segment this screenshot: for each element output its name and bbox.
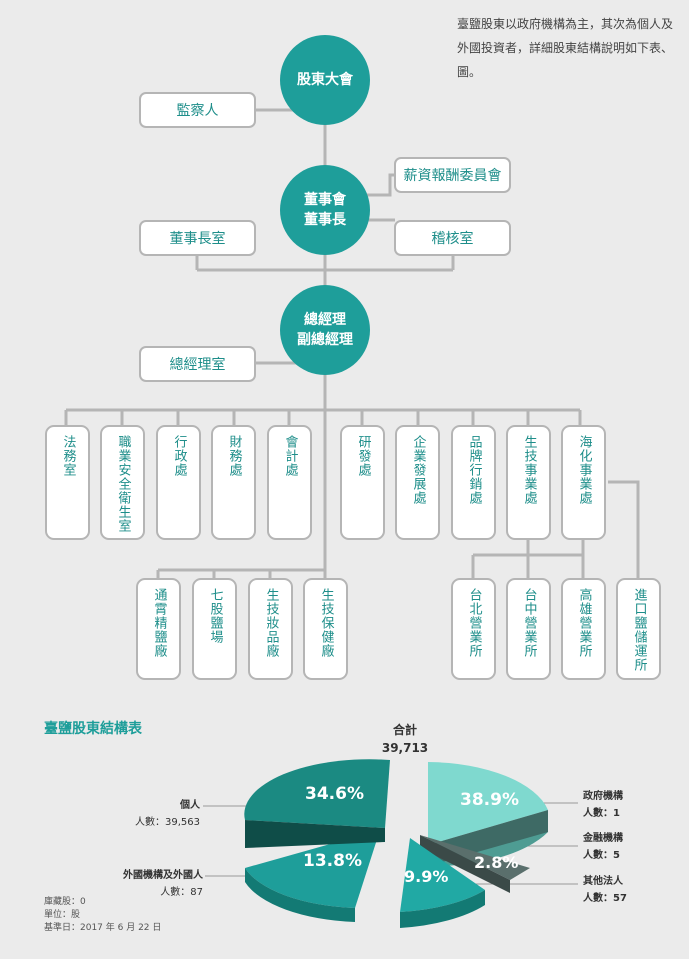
supervisor-box: 監察人 — [139, 92, 256, 128]
dept-brand-marketing: 品牌行銷處 — [451, 425, 496, 540]
factory-qigu: 七股鹽場 — [192, 578, 237, 680]
legend-foreign-name: 外國機構及外國人 — [123, 870, 203, 881]
branch-taichung: 台中營業所 — [506, 578, 551, 680]
total-value: 39,713 — [381, 741, 429, 755]
node-label: 企業發展處 — [410, 435, 426, 505]
pct-other-corp: 9.9% — [404, 867, 449, 886]
node-label: 品牌行銷處 — [466, 435, 482, 505]
node-label: 台中營業所 — [521, 588, 537, 658]
factory-tongxiao: 通霄精鹽廠 — [136, 578, 181, 680]
total-label: 合計 39,713 — [380, 722, 430, 758]
dept-accounting: 會計處 — [267, 425, 312, 540]
slice-other-corp — [400, 838, 485, 912]
factory-health: 生技保健廠 — [303, 578, 348, 680]
board-label: 董事會 — [304, 192, 346, 208]
dept-finance: 財務處 — [211, 425, 256, 540]
note-treasury-stock: 庫藏股：0 — [44, 897, 86, 907]
legend-individual-count: 人數：39,563 — [135, 817, 200, 828]
slice-foreign — [245, 830, 380, 908]
node-label: 七股鹽場 — [207, 588, 223, 644]
node-label: 生技事業處 — [521, 435, 537, 505]
legend-individual-name: 個人 — [180, 800, 200, 811]
deputy-gm-label: 副總經理 — [297, 332, 353, 348]
slice-financial — [420, 835, 530, 880]
node-label: 研發處 — [355, 435, 371, 477]
chairman-label: 董事長 — [304, 212, 346, 228]
legend-other-corp-count: 人數：57 — [583, 893, 627, 904]
node-label: 職業安全衛生室 — [115, 435, 131, 533]
pct-financial: 2.8% — [474, 853, 519, 872]
legend-other-corp-name: 其他法人 — [583, 876, 623, 887]
pct-foreign: 13.8% — [303, 851, 362, 871]
node-label: 財務處 — [226, 435, 242, 477]
branch-taipei: 台北營業所 — [451, 578, 496, 680]
factory-cosmetics: 生技妝品廠 — [248, 578, 293, 680]
node-label: 法務室 — [60, 435, 76, 477]
dept-corp-dev: 企業發展處 — [395, 425, 440, 540]
gm-office-box: 總經理室 — [139, 346, 256, 382]
slice-government — [428, 762, 548, 845]
compensation-committee-box: 薪資報酬委員會 — [394, 157, 511, 193]
intro-text: 臺鹽股東以政府機構為主，其次為個人及外國投資者，詳細股東結構說明如下表、圖。 — [457, 17, 674, 79]
audit-office-box: 稽核室 — [394, 220, 511, 256]
gm-label: 總經理 — [304, 312, 346, 328]
node-label: 生技妝品廠 — [263, 588, 279, 658]
legend-financial-count: 人數：5 — [583, 850, 620, 861]
dept-safety: 職業安全衛生室 — [100, 425, 145, 540]
legend-foreign-count: 人數：87 — [160, 887, 203, 898]
dept-marine-chem: 海化事業處 — [561, 425, 606, 540]
chart-footnotes: 庫藏股：0 單位：股 基準日：2017 年 6 月 22 日 — [44, 896, 161, 935]
slice-individual — [244, 759, 390, 828]
legend-individual: 個人 人數：39,563 — [130, 797, 200, 831]
node-label: 台北營業所 — [466, 588, 482, 658]
node-label: 通霄精鹽廠 — [151, 588, 167, 658]
legend-foreign: 外國機構及外國人 人數：87 — [95, 867, 203, 901]
branch-import-salt: 進口鹽儲運所 — [616, 578, 661, 680]
node-label: 高雄營業所 — [576, 588, 592, 658]
dept-rnd: 研發處 — [340, 425, 385, 540]
board-node: 董事會 董事長 — [280, 165, 370, 255]
total-label-text: 合計 — [392, 723, 417, 737]
legend-financial: 金融機構 人數：5 — [583, 830, 623, 864]
node-label: 進口鹽儲運所 — [631, 588, 647, 672]
legend-financial-name: 金融機構 — [583, 833, 623, 844]
shareholders-meeting-label: 股東大會 — [297, 72, 353, 88]
dept-admin: 行政處 — [156, 425, 201, 540]
shareholders-meeting-node: 股東大會 — [280, 35, 370, 125]
node-label: 會計處 — [282, 435, 298, 477]
legend-government-count: 人數：1 — [583, 808, 620, 819]
legend-government-name: 政府機構 — [583, 791, 623, 802]
branch-kaohsiung: 高雄營業所 — [561, 578, 606, 680]
pct-government: 38.9% — [460, 790, 519, 810]
chairman-office-box: 董事長室 — [139, 220, 256, 256]
pct-individual: 34.6% — [305, 784, 364, 804]
chart-title: 臺鹽股東結構表 — [44, 721, 142, 737]
note-base-date: 基準日：2017 年 6 月 22 日 — [44, 923, 162, 933]
node-label: 海化事業處 — [576, 435, 592, 505]
legend-other-corp: 其他法人 人數：57 — [583, 873, 627, 907]
dept-legal: 法務室 — [45, 425, 90, 540]
general-manager-node: 總經理 副總經理 — [280, 285, 370, 375]
node-label: 行政處 — [171, 435, 187, 477]
node-label: 生技保健廠 — [318, 588, 334, 658]
note-unit: 單位：股 — [44, 910, 81, 920]
dept-biotech: 生技事業處 — [506, 425, 551, 540]
legend-government: 政府機構 人數：1 — [583, 788, 623, 822]
